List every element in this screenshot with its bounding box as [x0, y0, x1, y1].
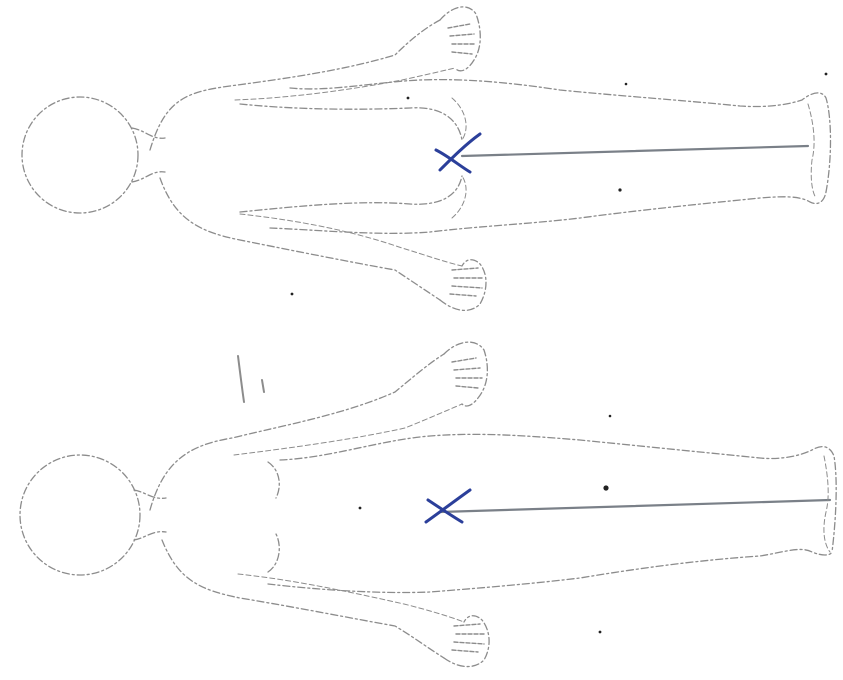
- upper-arm-outline: [150, 354, 444, 510]
- leg-division-line: [462, 146, 808, 156]
- lower-hand-outline: [440, 260, 486, 311]
- upper-arm-outline: [150, 20, 440, 150]
- body-side-bottom-outline: [268, 549, 832, 592]
- neck-outline: [134, 490, 166, 540]
- torso-upper-outline: [240, 104, 462, 140]
- body-side-top-outline: [290, 80, 831, 192]
- lower-arm-outline: [160, 178, 440, 300]
- lower-arm-inner-outline: [238, 574, 464, 622]
- lower-arm-outline: [162, 540, 444, 658]
- head-outline: [22, 97, 138, 213]
- body-side-top-outline: [280, 434, 836, 552]
- pain-x-marker-bottom: [426, 490, 470, 522]
- upper-hand-outline: [444, 342, 487, 406]
- chest-outline: [268, 462, 279, 572]
- upper-hand-fingers: [448, 24, 476, 54]
- head-outline: [20, 455, 140, 575]
- body-figure-bottom: [20, 342, 836, 666]
- upper-hand-outline: [440, 7, 480, 71]
- torso-lower-outline: [240, 176, 462, 212]
- feet-outline: [824, 456, 830, 552]
- feet-outline: [808, 104, 816, 198]
- body-side-bottom-outline: [270, 192, 826, 233]
- handwritten-marks: [238, 356, 264, 402]
- neck-outline: [132, 128, 165, 182]
- lower-arm-inner-outline: [240, 214, 462, 266]
- leg-division-line: [440, 500, 830, 512]
- lower-hand-fingers: [450, 268, 482, 296]
- body-figure-top: [22, 7, 831, 311]
- specks-top: [291, 73, 828, 296]
- pain-x-marker-top: [436, 134, 480, 172]
- lower-hand-fingers: [452, 624, 484, 652]
- upper-hand-fingers: [452, 358, 482, 388]
- specks-bottom: [359, 415, 612, 634]
- lower-hand-outline: [444, 616, 489, 667]
- upper-arm-inner-outline: [235, 68, 455, 100]
